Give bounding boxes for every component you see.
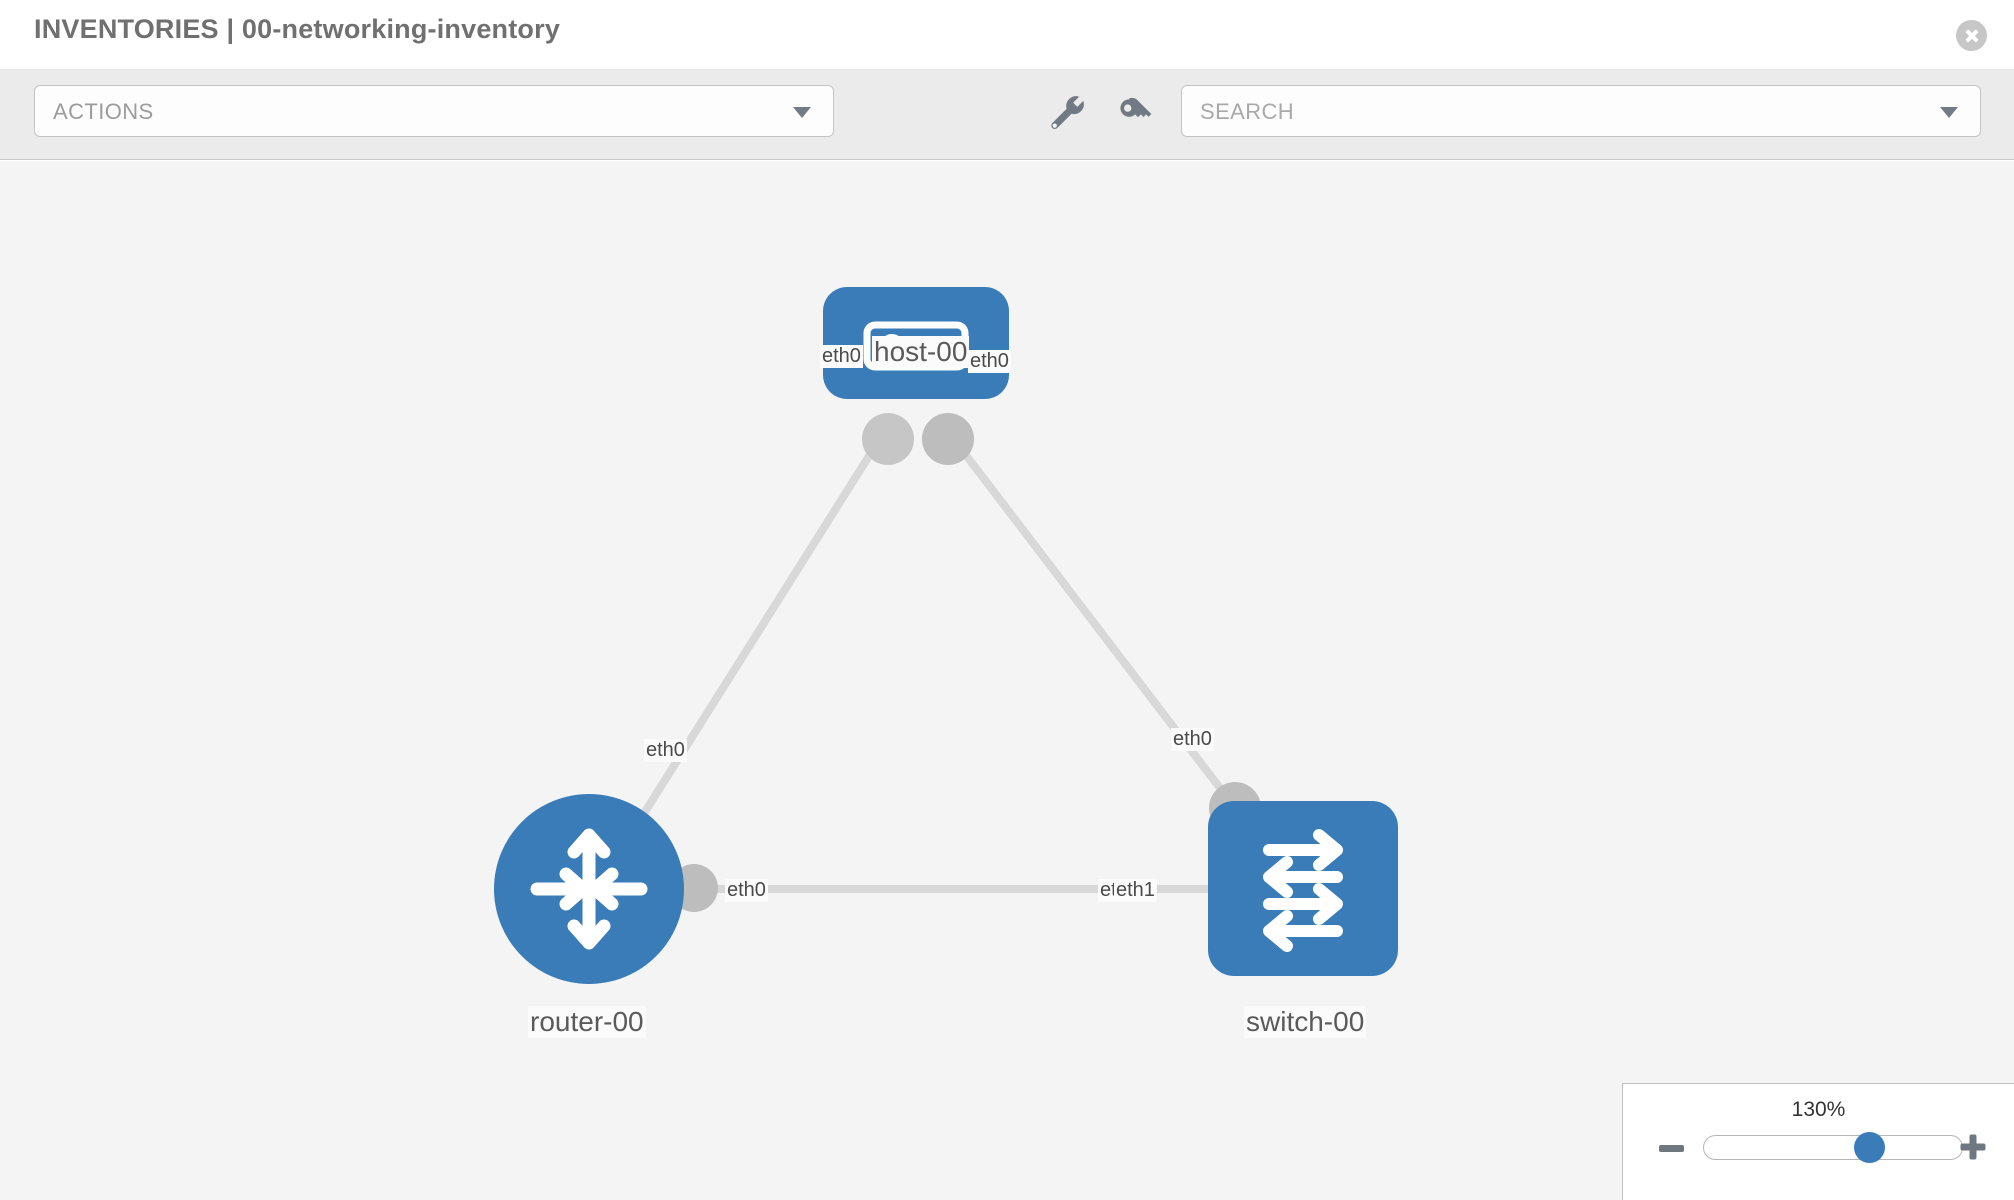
edge-label-router-uplink: eth0: [644, 739, 687, 762]
node-label-switch-00: switch-00: [1244, 1006, 1367, 1038]
edge-label-host-right: eth0: [968, 350, 1011, 373]
topology-graph: [494, 287, 1398, 984]
close-icon[interactable]: [1956, 20, 1987, 51]
edge-label-router-eth0: eth0: [725, 879, 768, 902]
search-placeholder: SEARCH: [1200, 99, 1295, 124]
wrench-icon[interactable]: [1046, 92, 1088, 134]
actions-dropdown[interactable]: ACTIONS: [34, 85, 834, 137]
topology-canvas[interactable]: eth0 host-00 eth0 eth0 eth0 eth0 eth eth…: [0, 161, 2014, 1200]
zoom-slider-thumb[interactable]: [1853, 1132, 1885, 1163]
node-label-router-00: router-00: [528, 1006, 646, 1038]
link-host00-router00: [610, 426, 890, 864]
chevron-down-icon[interactable]: [1940, 107, 1958, 118]
search-input[interactable]: SEARCH: [1181, 85, 1981, 137]
interface-anchor: [922, 413, 974, 465]
zoom-slider[interactable]: [1703, 1132, 1963, 1163]
topology-links: [610, 426, 1272, 893]
edge-label-switch-uplink: eth0: [1171, 728, 1214, 751]
chevron-down-icon: [793, 107, 811, 118]
node-router-00[interactable]: [494, 794, 684, 984]
node-switch-00[interactable]: [1208, 801, 1398, 976]
key-icon[interactable]: [1113, 92, 1155, 134]
edge-label-host-left: eth0: [820, 345, 863, 368]
topology-interfaces: [670, 413, 1261, 912]
edge-label-switch-eth1: eth1: [1114, 879, 1157, 902]
zoom-control-panel: 130%: [1622, 1083, 2014, 1200]
actions-dropdown-label: ACTIONS: [53, 99, 154, 124]
page-title: INVENTORIES | 00-networking-inventory: [34, 14, 561, 44]
interface-anchor: [862, 413, 914, 465]
zoom-percent-label: 130%: [1791, 1098, 1846, 1121]
node-label-host-00: host-00: [872, 336, 970, 368]
zoom-in-button[interactable]: [1960, 1134, 1986, 1160]
link-host00-switch00: [942, 426, 1272, 854]
page-header: INVENTORIES | 00-networking-inventory: [0, 0, 2014, 70]
zoom-out-button[interactable]: [1659, 1145, 1684, 1152]
